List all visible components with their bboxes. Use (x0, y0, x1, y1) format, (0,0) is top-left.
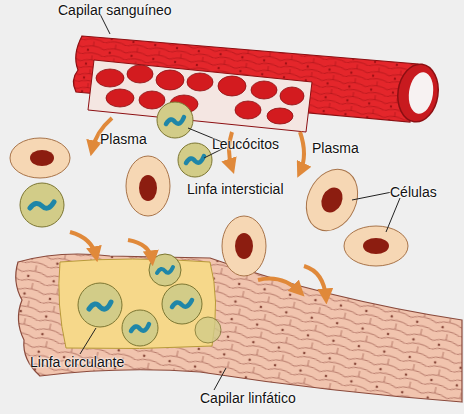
leukocytes (20, 102, 221, 346)
leukocyte (195, 317, 221, 343)
red-blood-cell (106, 89, 134, 107)
tissue-cell (297, 161, 368, 239)
leader-line (80, 328, 96, 354)
blood-capillary (73, 36, 441, 132)
leukocyte (178, 143, 212, 177)
capillary-cutaway (88, 60, 312, 132)
flow-arrow (258, 279, 300, 293)
red-blood-cell (218, 76, 246, 96)
tissue-cell (222, 216, 266, 276)
part-label: Plasma (100, 131, 147, 147)
red-blood-cells (96, 65, 304, 124)
capillary-lumen (406, 71, 436, 116)
leader-line (386, 198, 400, 232)
lymphatic-cutaway (59, 259, 216, 349)
tissue-cell (344, 226, 408, 266)
part-label: Linfa circulante (30, 354, 124, 370)
flow-arrow (128, 240, 152, 260)
red-blood-cell (280, 87, 304, 105)
part-label: Células (390, 184, 437, 200)
red-blood-cell (235, 101, 261, 119)
flow-arrow (304, 266, 326, 298)
part-label: Leucócitos (212, 136, 279, 152)
red-blood-cell (127, 65, 153, 83)
leukocyte (20, 183, 64, 227)
tissue-cell (10, 138, 70, 178)
tissue-cell (126, 156, 170, 216)
leader-line (352, 192, 392, 200)
leukocyte (122, 310, 158, 346)
leader-line (214, 368, 226, 390)
part-label: Plasma (312, 140, 359, 156)
red-blood-cell (96, 69, 124, 87)
leukocyte (162, 284, 202, 324)
leader-lines (80, 14, 400, 390)
flow-arrow (300, 132, 304, 172)
leukocyte (157, 102, 193, 138)
red-blood-cell (267, 108, 293, 124)
flow-arrow (70, 232, 96, 256)
capillary-opening (394, 61, 442, 124)
lymphatic-wall (16, 254, 462, 402)
lymphatic-capillary (16, 254, 462, 402)
part-label: Linfa intersticial (187, 181, 284, 197)
part-label: Capilar linfático (200, 390, 296, 406)
flow-arrows (70, 118, 326, 298)
leukocyte (78, 283, 122, 327)
red-blood-cell (139, 91, 165, 109)
red-blood-cell (187, 73, 213, 91)
red-blood-cell (156, 70, 184, 90)
red-blood-cell (251, 81, 277, 99)
tissue-cells (10, 138, 408, 276)
part-label: Capilar sanguíneo (58, 2, 172, 18)
